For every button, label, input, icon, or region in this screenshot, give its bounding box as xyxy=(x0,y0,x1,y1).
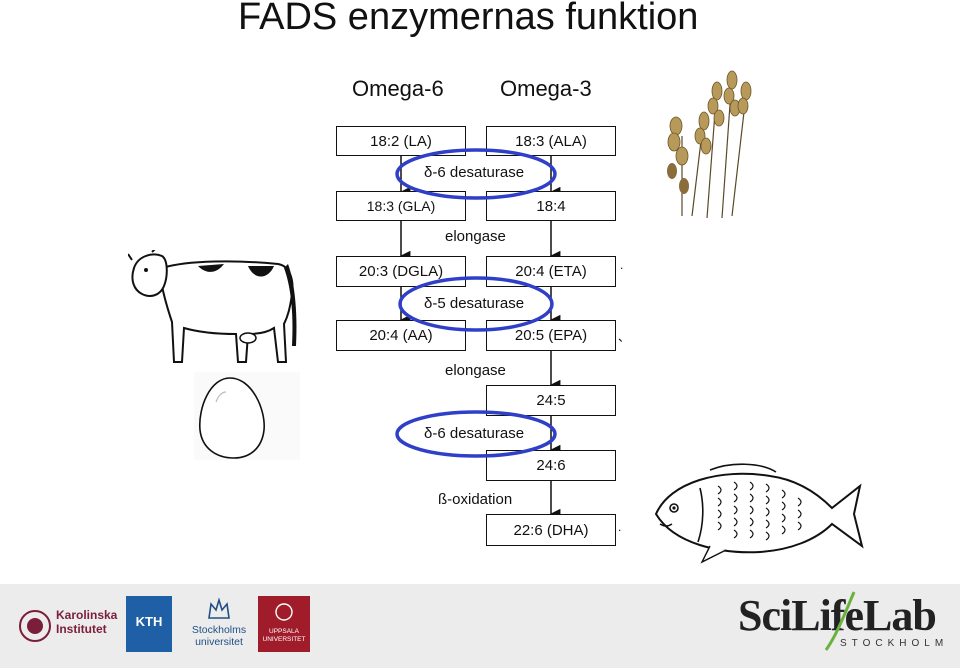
logo-stockholms-universitet: Stockholms universitet xyxy=(186,596,252,656)
kth-wordmark: KTH xyxy=(135,614,163,629)
box-eta: 20:4 (ETA) xyxy=(486,256,616,287)
karolinska-seal-icon xyxy=(19,610,51,642)
omega-6-heading: Omega-6 xyxy=(352,76,444,101)
uppsala-wordmark: UPPSALA UNIVERSITET xyxy=(262,628,306,643)
label-beta-oxidation: ß-oxidation xyxy=(438,491,513,508)
artifact-dot-2: . xyxy=(618,520,622,534)
egg-icon xyxy=(194,372,300,460)
label-d6-desaturase-2: δ-6 desaturase xyxy=(424,425,525,442)
stockholm-crown-icon xyxy=(208,597,230,619)
box-18-4: 18:4 xyxy=(486,191,616,221)
karolinska-wordmark: Karolinska Institutet xyxy=(56,608,118,636)
artifact-mark: 、 xyxy=(618,330,631,344)
wheat-icon xyxy=(667,70,752,219)
box-epa: 20:5 (EPA) xyxy=(486,320,616,351)
cow-icon xyxy=(128,250,297,363)
logo-footer: Karolinska Institutet KTH Stockholms uni… xyxy=(0,584,960,668)
box-la: 18:2 (LA) xyxy=(336,126,466,156)
logo-karolinska: Karolinska Institutet xyxy=(18,604,118,648)
scilifelab-subtitle: STOCKHOLM xyxy=(840,638,949,649)
box-dha: 22:6 (DHA) xyxy=(486,514,616,546)
highlight-d6-desaturase-2 xyxy=(395,410,557,458)
logo-uppsala: UPPSALA UNIVERSITET xyxy=(258,596,310,652)
logo-scilifelab: SciLifeLab STOCKHOLM xyxy=(738,590,943,660)
highlight-d6-desaturase-1 xyxy=(395,148,557,200)
label-d5-desaturase: δ-5 desaturase xyxy=(424,295,525,312)
omega-3-heading: Omega-3 xyxy=(500,76,592,101)
uppsala-seal-icon xyxy=(275,603,293,621)
box-aa: 20:4 (AA) xyxy=(336,320,466,351)
highlight-d5-desaturase xyxy=(398,276,554,332)
label-elongase-1: elongase xyxy=(445,228,506,245)
scilifelab-accent-icon xyxy=(824,591,856,651)
logo-kth: KTH xyxy=(126,596,172,652)
label-d6-desaturase-1: δ-6 desaturase xyxy=(424,164,525,181)
label-elongase-2: elongase xyxy=(445,362,506,379)
stockholm-wordmark: Stockholms universitet xyxy=(191,624,247,648)
artifact-dot-1: . xyxy=(620,258,624,272)
fish-icon xyxy=(640,458,868,566)
slide-title: FADS enzymernas funktion xyxy=(238,0,699,38)
box-24-5: 24:5 xyxy=(486,385,616,416)
